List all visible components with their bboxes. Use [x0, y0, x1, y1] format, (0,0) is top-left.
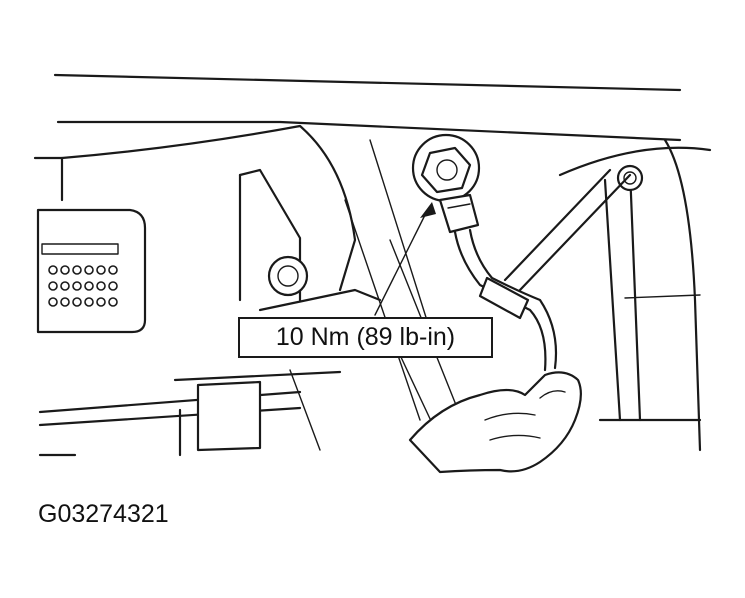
right-diagonal-brace [503, 168, 612, 282]
sensor-connector [438, 193, 480, 234]
upper-panel-edge [53, 73, 682, 92]
figure-id-label: G03274321 [38, 500, 169, 528]
wire-clip [478, 276, 530, 320]
torque-callout-label: 10 Nm (89 lb-in) [238, 317, 493, 358]
sensor-bolt [436, 159, 458, 181]
hand-thumb [539, 390, 566, 399]
connector-pin-grid [48, 265, 118, 307]
right-column-2 [628, 168, 642, 422]
upper-panel-edge-lower [56, 120, 682, 142]
diagonal-line-2 [344, 199, 421, 421]
diagonal-line-1 [369, 139, 431, 331]
right-bolt-inner [623, 171, 637, 185]
right-diagonal-brace-2 [518, 173, 632, 292]
right-column [603, 178, 622, 422]
mount-bracket-lower [173, 370, 342, 382]
hand [408, 371, 582, 474]
left-housing-outline [33, 124, 357, 292]
bolt-boss-inner [277, 265, 299, 287]
right-bolt [616, 164, 644, 192]
hand-finger-2 [489, 434, 541, 441]
wire-harness-2 [468, 228, 558, 370]
sensor-hex [420, 146, 472, 194]
sensor-connector-latch [447, 203, 471, 209]
torque-arrow-head [420, 202, 436, 218]
right-arch [558, 146, 712, 177]
connector-tab [41, 243, 119, 255]
lower-bracket [196, 380, 262, 452]
right-outer-edge [663, 138, 702, 452]
leader-line [374, 214, 426, 316]
bolt-boss [267, 255, 309, 297]
right-panel-seam [624, 294, 701, 299]
hand-finger-1 [484, 412, 536, 421]
diagonal-line-5 [289, 369, 321, 451]
mount-bracket [258, 288, 382, 312]
